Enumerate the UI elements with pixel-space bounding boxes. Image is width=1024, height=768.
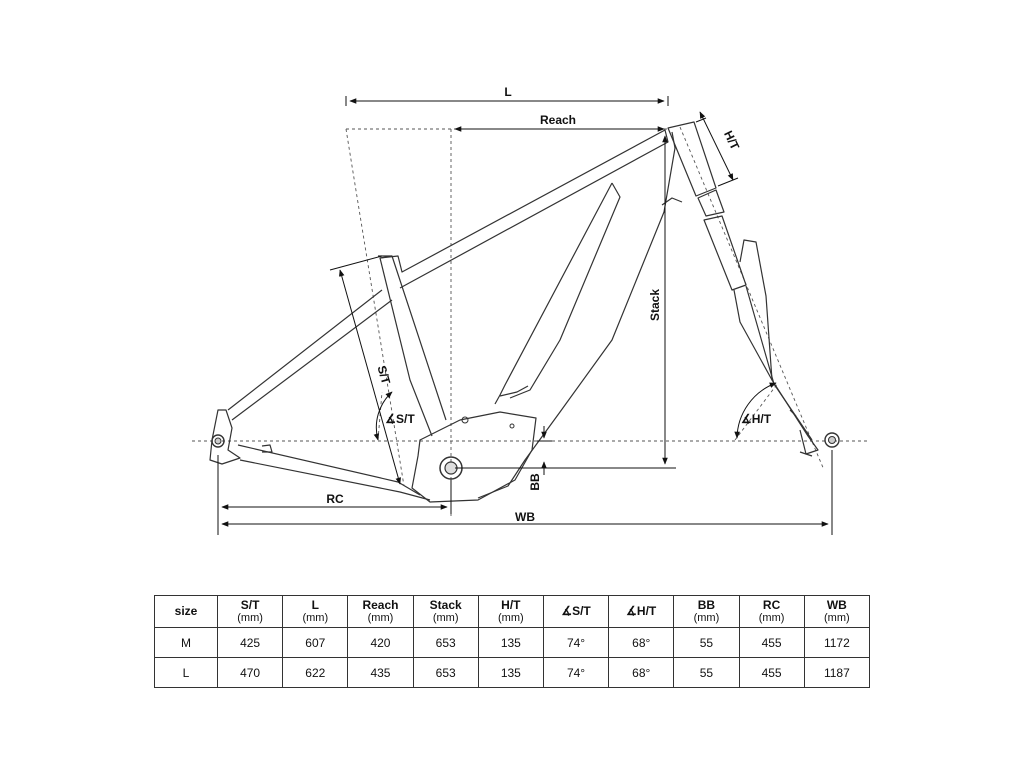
column-header: S/T(mm) bbox=[216, 595, 284, 628]
table-cell: 455 bbox=[738, 627, 805, 658]
table-cell: 74° bbox=[542, 627, 610, 658]
label-st: S/T bbox=[375, 364, 394, 386]
table-cell: 455 bbox=[738, 657, 805, 688]
label-ht-angle: ∡H/T bbox=[741, 412, 772, 426]
column-unit: (mm) bbox=[237, 611, 263, 624]
size-cell: L bbox=[154, 657, 218, 688]
bottom-bracket bbox=[439, 456, 463, 480]
column-unit: (mm) bbox=[367, 611, 394, 624]
dimension-lines bbox=[217, 96, 833, 535]
label-rc: RC bbox=[326, 492, 344, 506]
column-header: Reach(mm) bbox=[347, 595, 414, 628]
label-l: L bbox=[504, 85, 511, 99]
column-name: ∡H/T bbox=[626, 604, 657, 618]
column-name: Stack bbox=[429, 597, 462, 612]
size-header: size bbox=[154, 595, 218, 628]
column-header: Stack(mm) bbox=[412, 595, 479, 628]
label-reach: Reach bbox=[540, 113, 576, 127]
column-unit: (mm) bbox=[302, 611, 329, 624]
table-cell: 653 bbox=[412, 657, 479, 688]
table-cell: 1187 bbox=[803, 657, 871, 688]
column-unit: (mm) bbox=[498, 611, 524, 624]
table-cell: 55 bbox=[673, 657, 740, 688]
column-header: RC(mm) bbox=[738, 595, 805, 628]
table-cell: 435 bbox=[347, 657, 414, 688]
table-cell: 607 bbox=[282, 627, 349, 658]
label-bb: BB bbox=[528, 473, 542, 491]
column-header: L(mm) bbox=[282, 595, 349, 628]
label-stack: Stack bbox=[648, 289, 662, 321]
column-name: BB bbox=[697, 597, 716, 612]
label-st-angle: ∡S/T bbox=[385, 412, 415, 426]
geometry-table: size S/T(mm)L(mm)Reach(mm)Stack(mm)H/T(m… bbox=[154, 595, 871, 688]
bike-geometry-diagram: L Reach H/T Stack S/T ∡S/T ∡H/T BB RC WB bbox=[192, 85, 868, 535]
table-cell: 68° bbox=[608, 627, 675, 658]
column-header: H/T(mm) bbox=[477, 595, 544, 628]
table-cell: 420 bbox=[347, 627, 414, 658]
table-cell: 1172 bbox=[803, 627, 871, 658]
column-header: ∡H/T bbox=[608, 595, 675, 628]
column-unit: (mm) bbox=[693, 611, 720, 624]
bike-frame bbox=[209, 121, 819, 503]
size-cell: M bbox=[154, 627, 218, 658]
column-name: Reach bbox=[362, 597, 399, 612]
front-axle bbox=[824, 432, 840, 448]
column-name: H/T bbox=[501, 597, 521, 612]
column-name: ∡S/T bbox=[561, 604, 591, 618]
column-unit: (mm) bbox=[824, 611, 850, 624]
table-cell: 68° bbox=[608, 657, 675, 688]
column-name: RC bbox=[762, 597, 781, 612]
column-unit: (mm) bbox=[758, 611, 785, 624]
table-cell: 470 bbox=[216, 657, 284, 688]
frame-bolt bbox=[509, 423, 515, 429]
column-header: WB(mm) bbox=[803, 595, 871, 628]
rear-axle bbox=[211, 434, 225, 448]
column-name: S/T bbox=[240, 597, 260, 612]
table-cell: 135 bbox=[477, 657, 544, 688]
table-cell: 135 bbox=[477, 627, 544, 658]
table-cell: 425 bbox=[216, 627, 284, 658]
column-header: ∡S/T bbox=[542, 595, 610, 628]
table-cell: 74° bbox=[542, 657, 610, 688]
frame-bolt bbox=[461, 416, 469, 424]
table-cell: 622 bbox=[282, 657, 349, 688]
label-wb: WB bbox=[515, 510, 535, 524]
label-ht: H/T bbox=[721, 128, 742, 152]
column-header: BB(mm) bbox=[673, 595, 740, 628]
column-name: WB bbox=[826, 597, 847, 612]
table-cell: 653 bbox=[412, 627, 479, 658]
reference-lines bbox=[192, 126, 868, 518]
table-header-row: size S/T(mm)L(mm)Reach(mm)Stack(mm)H/T(m… bbox=[154, 595, 871, 628]
column-unit: (mm) bbox=[432, 611, 459, 624]
table-cell: 55 bbox=[673, 627, 740, 658]
column-name: L bbox=[311, 597, 319, 612]
